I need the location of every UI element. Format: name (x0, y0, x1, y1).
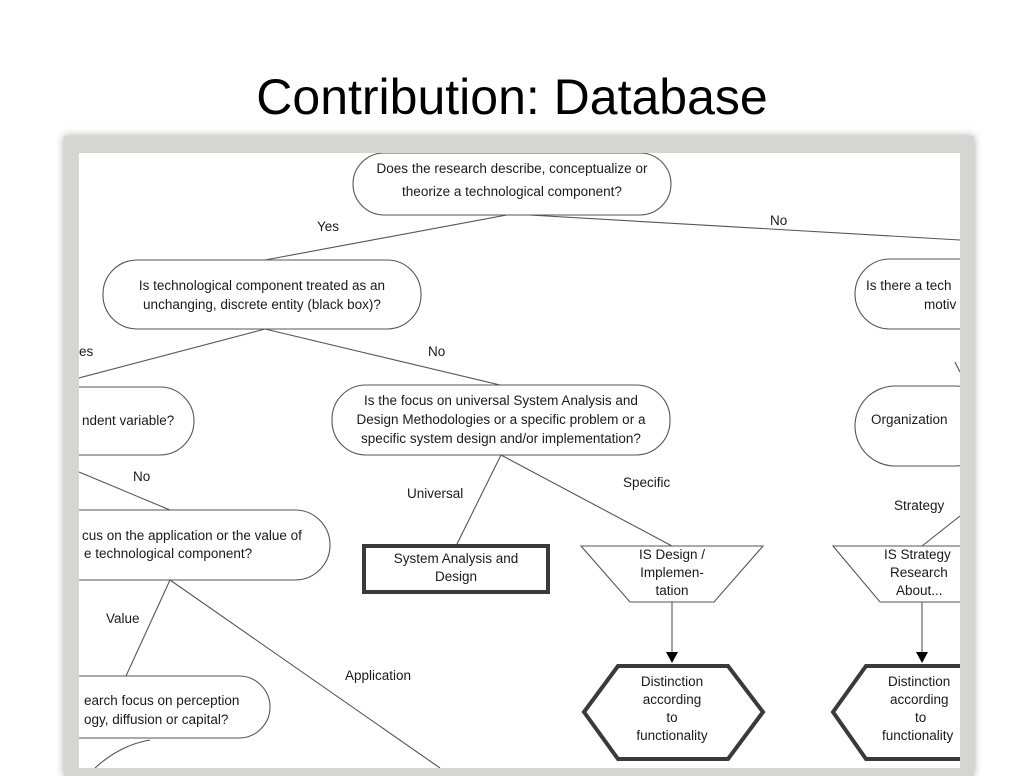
node-dist1-shape (581, 664, 766, 761)
edge-q4-q7 (79, 471, 171, 511)
node-q7-line1: cus on the application or the value of (82, 528, 302, 543)
label-no3: No (133, 469, 150, 484)
edge-q5-sad (455, 454, 502, 547)
node-q6-line1: Organization (871, 412, 948, 427)
edge-q7-q8 (125, 579, 171, 677)
node-dist1-line2: according (643, 692, 702, 707)
edge-q2-q5 (264, 328, 501, 386)
node-sad-line2: Design (435, 569, 477, 584)
node-isd-shape (579, 545, 765, 603)
node-iss-line1: IS Strategy (884, 547, 951, 562)
label-strategy: Strategy (894, 498, 945, 513)
node-dist1-line4: functionality (636, 728, 708, 743)
node-isd-line1: IS Design / (639, 547, 705, 562)
node-sad-line1: System Analysis and (394, 551, 519, 566)
node-isd-line3: tation (655, 583, 688, 598)
node-q8-line1: earch focus on perception (84, 693, 239, 708)
node-dist2-shape (830, 664, 960, 761)
node-q3-shape (854, 258, 960, 330)
node-sad-shape (362, 544, 550, 594)
node-q5-line3: specific system design and/or implementa… (361, 431, 641, 446)
label-yes2: es (79, 344, 94, 359)
edge-q6-iss (921, 515, 960, 547)
node-q5-line2: Design Methodologies or a specific probl… (357, 412, 646, 427)
label-no2: No (428, 344, 445, 359)
label-no1: No (770, 213, 787, 228)
node-q7-shape (79, 509, 331, 581)
node-dist1-line3: to (666, 710, 677, 725)
edge-q7-application (169, 579, 441, 768)
node-q1-line2: theorize a technological component? (402, 184, 622, 199)
label-specific: Specific (623, 475, 671, 490)
node-isd-line2: Implemen- (640, 565, 704, 580)
node-dist1-line1: Distinction (641, 674, 703, 689)
label-universal: Universal (407, 486, 463, 501)
flowchart-diagram: Does the research describe, conceptualiz… (79, 153, 960, 768)
node-q2-shape (102, 259, 422, 330)
node-dist2-line3: to (915, 710, 926, 725)
node-iss-line3: About... (896, 583, 943, 598)
node-q1-shape (352, 153, 672, 216)
flowchart-canvas: Does the research describe, conceptualiz… (79, 153, 960, 768)
node-q4-shape (79, 386, 195, 456)
node-q6-shape (854, 385, 960, 467)
node-q8-line2: ogy, diffusion or capital? (84, 712, 228, 727)
label-application: Application (345, 668, 411, 683)
edge-q3-q6 (954, 361, 960, 373)
node-q3-line1: Is there a tech (866, 278, 952, 293)
label-value: Value (106, 611, 140, 626)
node-dist2-line1: Distinction (888, 674, 950, 689)
edge-q2-q4 (79, 328, 266, 379)
node-q5-line1: Is the focus on universal System Analysi… (364, 393, 638, 408)
flowchart-edges (79, 213, 960, 768)
arrowhead-iss-dist2 (916, 652, 928, 663)
slide-title: Contribution: Database (256, 69, 768, 125)
node-iss-shape (831, 545, 960, 603)
edge-q1-q3 (511, 213, 960, 241)
arrowhead-isd-dist1 (666, 652, 678, 663)
node-q1-line1: Does the research describe, conceptualiz… (377, 161, 648, 176)
node-q5-shape (331, 384, 671, 456)
edge-q1-q2 (264, 213, 513, 261)
node-q7-line2: e technological component? (84, 546, 252, 561)
node-dist2-line4: functionality (882, 728, 954, 743)
node-q3-line2: motiv (924, 297, 957, 312)
node-dist2-line2: according (890, 692, 949, 707)
node-q4-line1: ndent variable? (82, 413, 174, 428)
node-q2-line2: unchanging, discrete entity (black box)? (143, 297, 381, 312)
node-iss-line2: Research (890, 565, 948, 580)
edge-q5-isd (500, 454, 673, 547)
node-q2-line1: Is technological component treated as an (139, 278, 385, 293)
node-q8-shape (79, 675, 271, 739)
edge-q8-down (94, 739, 151, 768)
label-yes1: Yes (317, 219, 339, 234)
